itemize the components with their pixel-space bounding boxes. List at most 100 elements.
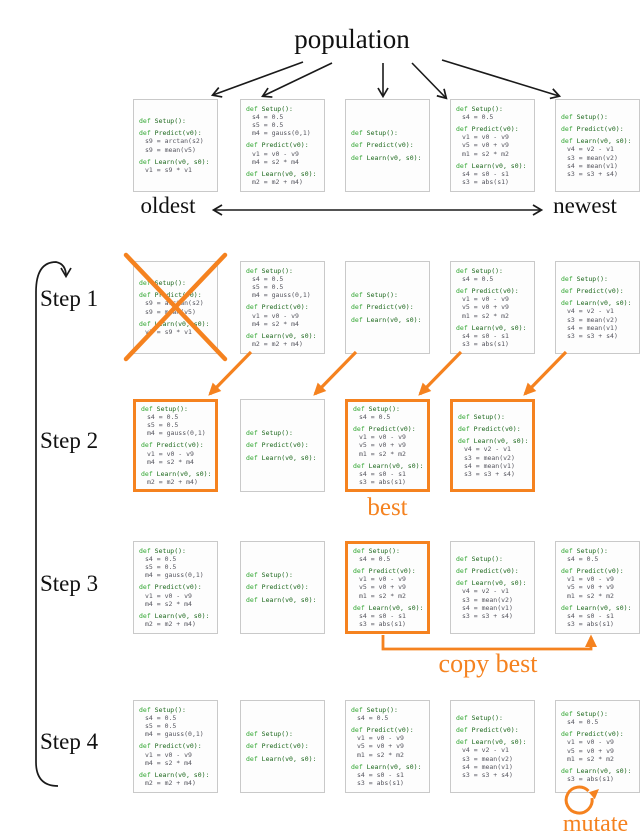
- code-line: def Setup():: [246, 730, 293, 739]
- def-keyword: def: [351, 726, 367, 735]
- def-keyword: def: [141, 441, 157, 450]
- code-line: def Learn(v0, s0):: [139, 157, 210, 166]
- code-line: def Learn(v0, s0):: [246, 331, 317, 340]
- code-line: def Setup():: [456, 266, 503, 275]
- code-line: def Setup():: [456, 714, 503, 723]
- population-label: population: [294, 24, 410, 54]
- code-line: m4 = s2 * m4: [252, 157, 299, 166]
- def-keyword: def: [139, 546, 155, 555]
- def-keyword: def: [456, 726, 472, 735]
- def-keyword: def: [246, 104, 262, 113]
- program-card-population-col1: def Setup():def Predict(v0):s9 = arctan(…: [133, 99, 218, 192]
- code-line: def Predict(v0):: [246, 441, 309, 450]
- def-keyword: def: [456, 738, 472, 747]
- code-line: def Predict(v0):: [561, 567, 624, 576]
- step-4-label: Step 4: [40, 729, 99, 754]
- code-line: def Learn(v0, s0):: [246, 453, 317, 462]
- code-line: def Learn(v0, s0):: [456, 323, 527, 332]
- code-line: v5 = v0 + v9: [462, 303, 509, 312]
- code-line: s3 = abs(s1): [567, 619, 614, 628]
- code-line: v4 = v2 - v1: [462, 587, 509, 596]
- mutate-label: mutate: [562, 811, 629, 836]
- step-1-label: Step 1: [40, 286, 99, 311]
- code-line: def Setup():: [351, 129, 398, 138]
- code-line: s4 = mean(v1): [567, 161, 618, 170]
- code-line: s4 = 0.5: [145, 714, 177, 723]
- def-keyword: def: [353, 603, 369, 612]
- code-line: v1 = v0 - v9: [567, 575, 614, 584]
- code-line: m2 = m2 + m4): [145, 619, 196, 628]
- code-line: m1 = s2 * m2: [357, 750, 404, 759]
- def-keyword: def: [353, 425, 369, 434]
- code-line: v4 = v2 - v1: [462, 746, 509, 755]
- code-line: v1 = v0 - v9: [462, 295, 509, 304]
- code-line: m4 = gauss(0,1): [252, 291, 311, 300]
- code-line: def Predict(v0):: [561, 287, 624, 296]
- def-keyword: def: [246, 453, 262, 462]
- loop-arrow-icon: [35, 261, 72, 787]
- code-line: def Predict(v0):: [139, 583, 202, 592]
- def-keyword: def: [456, 579, 472, 588]
- code-line: def Setup():: [139, 279, 186, 288]
- code-line: s3 = mean(v2): [567, 315, 618, 324]
- code-line: s5 = 0.5: [147, 421, 179, 430]
- code-line: s4 = s0 - s1: [462, 331, 509, 340]
- def-keyword: def: [561, 299, 577, 308]
- def-keyword: def: [351, 129, 367, 138]
- def-keyword: def: [246, 266, 262, 275]
- code-line: def Setup():: [246, 429, 293, 438]
- def-keyword: def: [246, 754, 262, 763]
- code-line: def Learn(v0, s0):: [351, 762, 422, 771]
- def-keyword: def: [353, 546, 369, 555]
- code-line: v1 = v0 - v9: [147, 449, 194, 458]
- code-line: s3 = abs(s1): [359, 619, 406, 628]
- code-line: m1 = s2 * m2: [359, 591, 406, 600]
- code-line: s3 = mean(v2): [462, 595, 513, 604]
- def-keyword: def: [139, 117, 155, 126]
- code-line: def Setup():: [353, 404, 400, 413]
- def-keyword: def: [456, 125, 472, 134]
- def-keyword: def: [561, 287, 577, 296]
- code-line: v4 = v2 - v1: [464, 445, 511, 454]
- code-line: s5 = 0.5: [145, 722, 177, 731]
- code-line: def Setup():: [458, 413, 505, 422]
- code-line: v1 = s9 * v1: [145, 165, 192, 174]
- code-line: s4 = s0 - s1: [359, 469, 406, 478]
- code-line: s4 = 0.5: [147, 413, 179, 422]
- program-card-step3-col2: def Setup():def Predict(v0):def Learn(v0…: [240, 541, 325, 634]
- code-line: v5 = v0 + v9: [567, 746, 614, 755]
- def-keyword: def: [353, 404, 369, 413]
- code-line: def Setup():: [246, 104, 293, 113]
- code-line: def Predict(v0):: [456, 125, 519, 134]
- def-keyword: def: [141, 404, 157, 413]
- code-line: m2 = m2 + m4): [145, 778, 196, 787]
- code-line: m2 = m2 + m4): [147, 477, 198, 486]
- code-line: s4 = 0.5: [567, 555, 599, 564]
- code-line: s4 = 0.5: [357, 714, 389, 723]
- code-line: m4 = gauss(0,1): [252, 129, 311, 138]
- code-line: def Predict(v0):: [561, 730, 624, 739]
- code-line: v1 = v0 - v9: [145, 750, 192, 759]
- def-keyword: def: [139, 583, 155, 592]
- def-keyword: def: [246, 331, 262, 340]
- code-line: s4 = 0.5: [252, 275, 284, 284]
- code-line: v1 = v0 - v9: [145, 591, 192, 600]
- code-line: v1 = v0 - v9: [252, 311, 299, 320]
- code-line: def Setup():: [353, 546, 400, 555]
- program-card-population-col5: def Setup():def Predict(v0):def Learn(v0…: [555, 99, 640, 192]
- code-line: m4 = s2 * m4: [252, 319, 299, 328]
- code-line: def Predict(v0):: [141, 441, 204, 450]
- program-card-step1-col5: def Setup():def Predict(v0):def Learn(v0…: [555, 261, 640, 354]
- code-line: def Setup():: [561, 710, 608, 718]
- def-keyword: def: [246, 571, 262, 580]
- def-keyword: def: [456, 567, 472, 576]
- code-line: def Learn(v0, s0):: [458, 437, 529, 446]
- program-card-step2-col4: def Setup():def Predict(v0):def Learn(v0…: [450, 399, 535, 492]
- copy-best-arrow: [381, 634, 597, 651]
- code-line: s5 = 0.5: [252, 121, 284, 130]
- code-line: def Setup():: [561, 113, 608, 122]
